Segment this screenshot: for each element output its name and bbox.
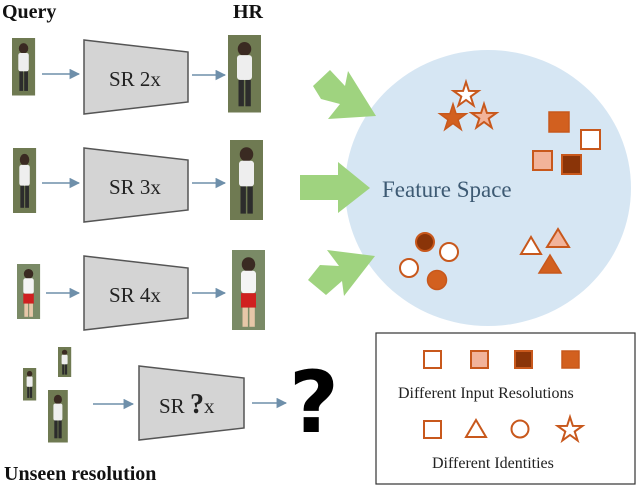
- marker-square-filled: [548, 111, 570, 133]
- unseen-resolution-label: Unseen resolution: [4, 463, 156, 485]
- sr-3x-block: [83, 147, 189, 223]
- legend-resolution-4: [561, 350, 580, 369]
- legend-resolution-3: [514, 350, 533, 369]
- hr-image-2: [230, 140, 263, 220]
- sr-4x-block: [83, 255, 189, 331]
- sr-3x-label: SR 3x: [109, 175, 161, 199]
- sr-2x-label: SR 2x: [109, 67, 161, 91]
- green-arrow-2: [300, 162, 370, 213]
- marker-square-light: [532, 150, 553, 171]
- legend-identity-circle: [510, 419, 530, 439]
- legend-resolutions-label: Different Input Resolutions: [398, 385, 574, 402]
- marker-circle-filled: [426, 269, 448, 291]
- legend-box: [375, 332, 636, 485]
- marker-square-dark: [561, 154, 582, 175]
- legend-identities-label: Different Identities: [432, 455, 554, 472]
- legend-identity-star: [554, 413, 586, 444]
- legend-identity-square: [423, 420, 442, 439]
- sr-unknown-label: SR ?x: [159, 389, 215, 420]
- green-arrow-3: [308, 250, 375, 296]
- legend-resolution-1: [423, 350, 442, 369]
- question-mark: ?: [289, 353, 339, 453]
- legend-identity-triangle: [464, 418, 488, 438]
- sr-4x-label: SR 4x: [109, 283, 161, 307]
- marker-circle-outline: [439, 242, 459, 262]
- query-image-3x: [13, 148, 37, 213]
- unseen-query-small: [58, 347, 72, 377]
- sr-2x-block: [83, 39, 189, 115]
- sr-unknown-block: [138, 365, 245, 441]
- marker-triangle-filled: [537, 253, 563, 274]
- marker-triangle-outline: [519, 235, 543, 255]
- legend-resolution-2: [470, 350, 489, 369]
- hr-image-3: [232, 250, 265, 330]
- query-image-2x: [12, 38, 36, 96]
- marker-square-outline: [580, 129, 601, 150]
- unseen-query-medium: [23, 368, 37, 401]
- feature-space-label: Feature Space: [382, 177, 512, 202]
- hr-header: HR: [233, 1, 264, 23]
- query-header: Query: [2, 1, 56, 23]
- marker-star-outline: [450, 78, 482, 109]
- marker-star-light: [468, 100, 500, 131]
- hr-image-1: [228, 35, 261, 113]
- marker-circle-outline-2: [399, 258, 419, 278]
- unseen-query-large: [48, 390, 68, 443]
- query-image-4x: [17, 264, 41, 319]
- marker-triangle-light: [545, 227, 571, 248]
- marker-circle-dark: [415, 232, 435, 252]
- green-arrow-1: [313, 70, 376, 119]
- marker-star-filled: [437, 101, 469, 132]
